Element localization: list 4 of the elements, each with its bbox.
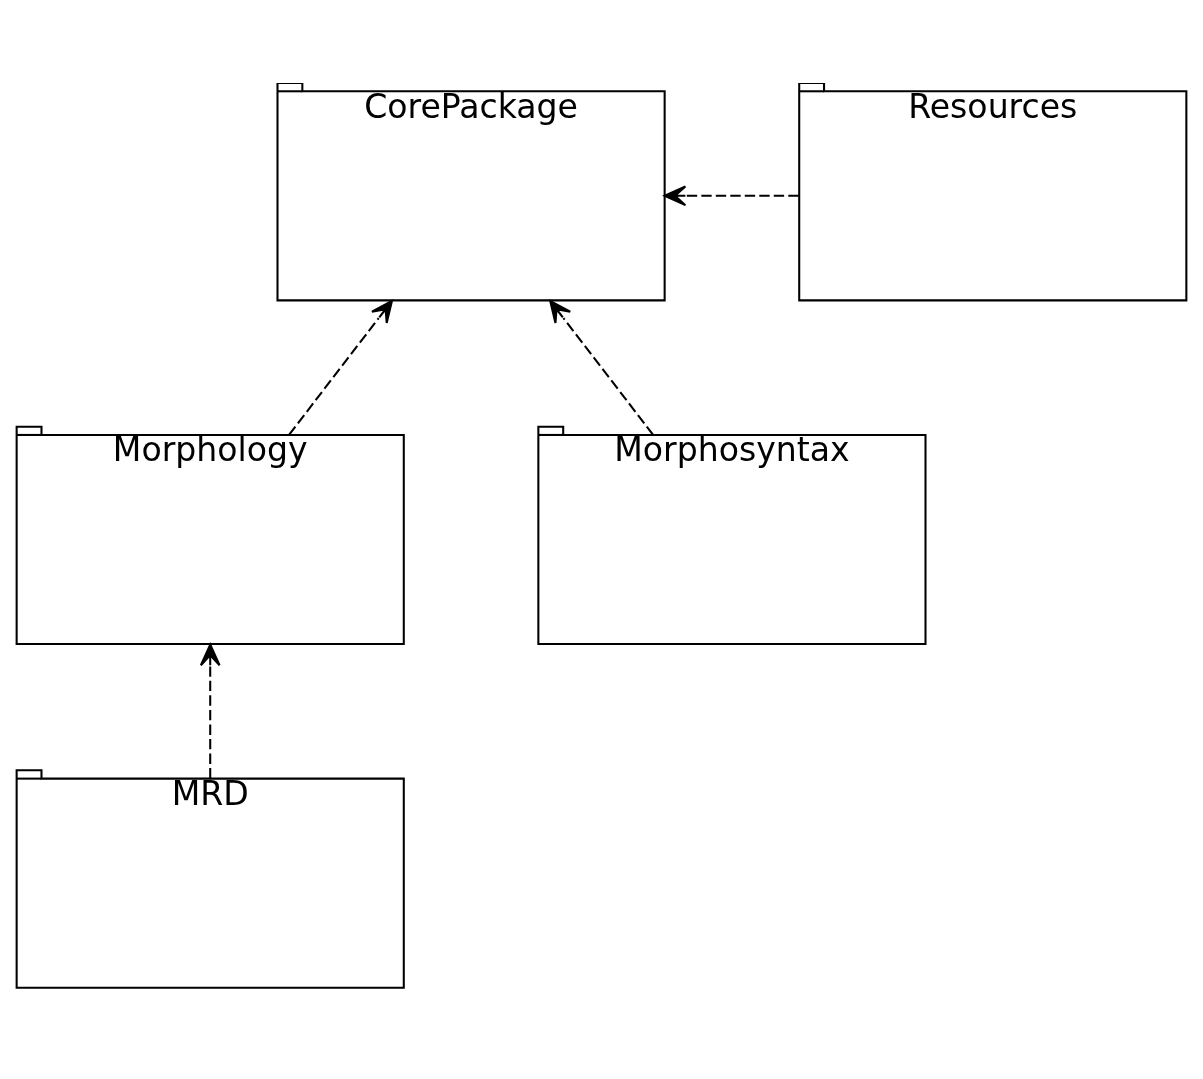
arrow (288, 299, 393, 436)
arrow (199, 643, 221, 779)
arrow (663, 185, 799, 207)
arrow (549, 299, 654, 436)
